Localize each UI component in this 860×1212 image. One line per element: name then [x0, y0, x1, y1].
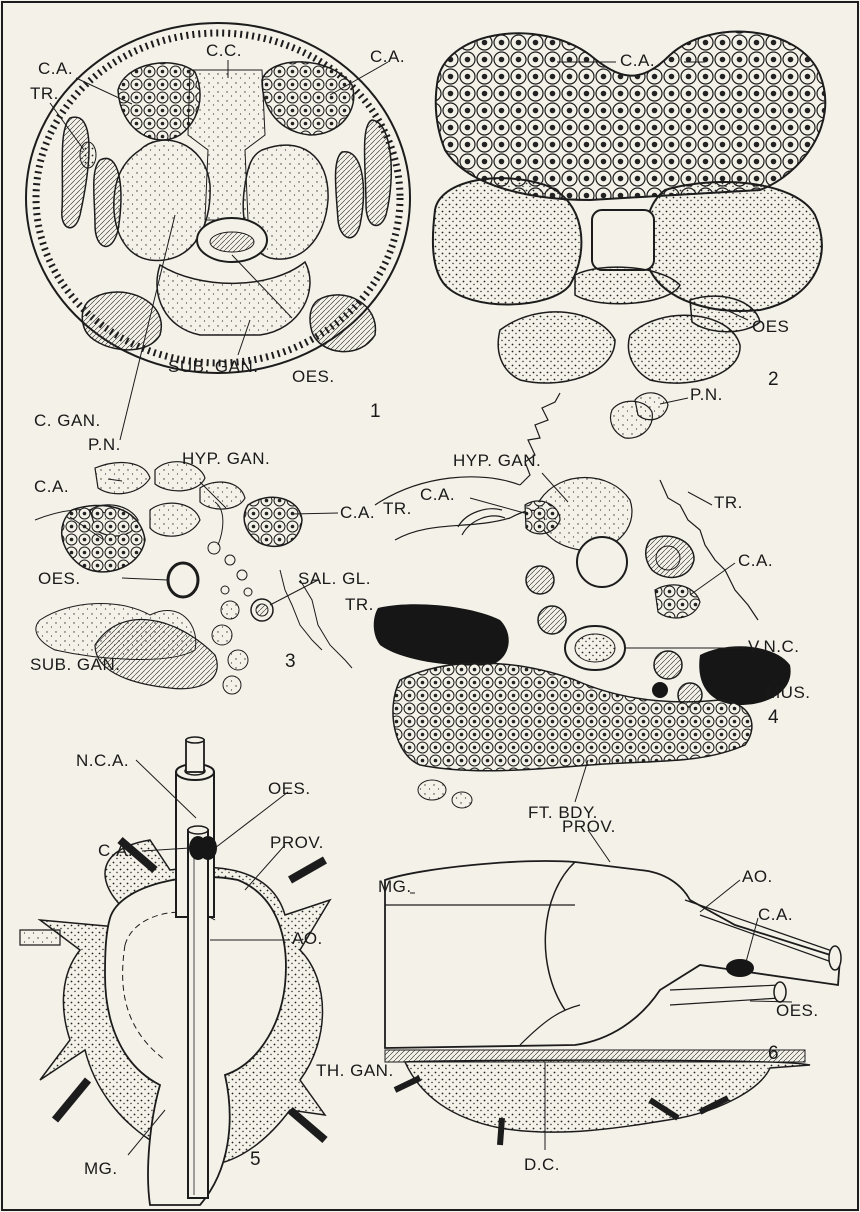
fig2-number: 2: [768, 370, 779, 389]
fig1-label-c-gan: C. GAN.: [34, 412, 101, 429]
fig3-corpus-allatum-right: [244, 497, 302, 546]
fig1-corpus-allatum-right: [262, 62, 354, 135]
fig3-label-sal-gl: SAL. GL.: [298, 570, 371, 587]
fig1-corpus-allatum-left: [118, 63, 200, 140]
fig3-label-ca-left: C.A.: [34, 478, 69, 495]
fig3-corpus-allatum-left: [62, 505, 145, 571]
figure-4: [374, 393, 791, 808]
fig6-label-ca: C.A.: [758, 906, 793, 923]
fig4-label-hyp-gan: HYP. GAN.: [453, 452, 541, 469]
fig3-label-hyp-gan: HYP. GAN.: [182, 450, 270, 467]
fig5-corpus-allatum-right: [199, 836, 217, 860]
fig6-label-oes: OES.: [776, 1002, 819, 1019]
fig3-number: 3: [285, 652, 296, 671]
fig2-ganglion-left: [433, 178, 582, 304]
fig4-muscle-left: [374, 604, 509, 665]
fig4-label-tr-left: TR.: [383, 500, 412, 517]
fig5-number: 5: [250, 1150, 261, 1169]
fig5-label-mg: MG.: [84, 1160, 118, 1177]
figure-5: [20, 737, 330, 1205]
fig6-label-dc: D.C.: [524, 1156, 560, 1173]
fig6-label-ao: AO.: [742, 868, 773, 885]
fig3-oesophagus: [168, 563, 198, 597]
fig1-number: 1: [370, 402, 381, 421]
fig1-label-sub-gan: SUB. GAN.: [168, 358, 258, 375]
fig1-label-tr: TR.: [30, 85, 59, 102]
fig6-label-mg: MG.: [378, 878, 412, 895]
fig1-label-ca-right: C.A.: [370, 48, 405, 65]
fig2-lower-lobe-left: [498, 312, 615, 383]
fig3-label-oes: OES.: [38, 570, 81, 587]
fig1-label-cc: C.C.: [206, 42, 242, 59]
fig1-label-ca-left: C.A.: [38, 60, 73, 77]
fig3-label-sub-gan: SUB. GAN.: [30, 656, 120, 673]
fig4-label-vnc: V.N.C.: [748, 638, 800, 655]
fig6-thoracic-ganglion: [405, 1060, 810, 1132]
fig6-number: 6: [768, 1044, 779, 1063]
fig5-aorta: [188, 830, 208, 1198]
fig6-corpus-allatum: [726, 959, 754, 977]
fig3-label-tr: TR.: [345, 596, 374, 613]
fig3-label-ca-right: C.A.: [340, 504, 375, 521]
fig4-corpus-allatum-right: [655, 585, 700, 618]
fig6-label-th-gan: TH. GAN.: [316, 1062, 394, 1079]
fig4-label-tr-right: TR.: [714, 494, 743, 511]
fig6-gut-outline: [385, 861, 840, 1048]
fig1-cerebral-ganglion-left: [114, 140, 210, 260]
fig5-label-oes: OES.: [268, 780, 311, 797]
fig2-label-oes: OES: [752, 318, 789, 335]
fig5-label-prov: PROV.: [270, 834, 324, 851]
fig4-number: 4: [768, 708, 779, 727]
fig4-oesophagus: [577, 537, 627, 587]
figure-1: [26, 23, 410, 440]
fig5-label-ca: C.A.: [98, 842, 133, 859]
fig1-suboesophageal-ganglion: [157, 262, 310, 335]
fig6-label-prov: PROV.: [562, 818, 616, 835]
fig5-label-ao: AO.: [292, 930, 323, 947]
fig2-label-ca: C.A.: [620, 52, 655, 69]
fig4-label-ca-top: C.A.: [420, 486, 455, 503]
fig1-label-oes: OES.: [292, 368, 335, 385]
fig4-label-pn: P.N.: [690, 386, 723, 403]
fig4-label-ca-right: C.A.: [738, 552, 773, 569]
fig3-label-pn: P.N.: [88, 436, 121, 453]
fig5-label-nca: N.C.A.: [76, 752, 129, 769]
fig2-oesophagus: [592, 210, 654, 270]
fig4-fat-body: [393, 663, 752, 771]
fig4-label-mus: MUS.: [766, 684, 811, 701]
